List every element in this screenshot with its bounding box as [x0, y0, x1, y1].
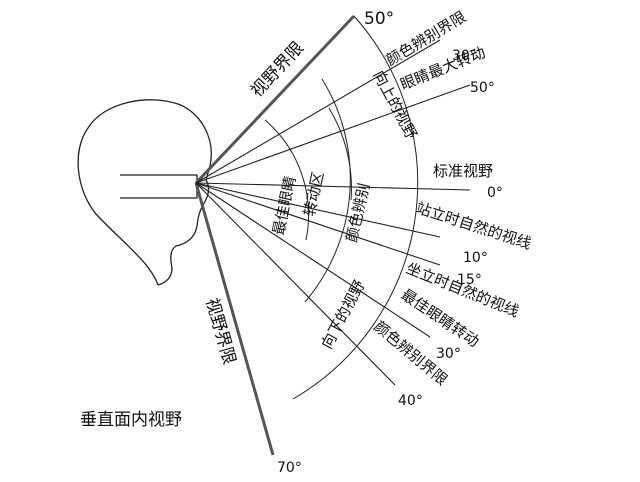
line-standing [195, 182, 441, 238]
standard-label: 标准视野 [433, 162, 493, 180]
middle-arc [304, 78, 351, 303]
upper-limit-label: 视野界限 [247, 38, 308, 101]
line-color-up [195, 39, 441, 184]
angle-down40: 40° [398, 393, 423, 409]
angle-down15: 15° [457, 272, 482, 288]
line-best-eye-down [195, 182, 431, 338]
best-eye-zone-line1: 最佳眼睛 [269, 174, 299, 236]
outer-arc [292, 15, 419, 400]
line-eye-max-up [195, 84, 471, 184]
line-standard [195, 182, 471, 191]
upper-limit-line [194, 14, 356, 185]
angle-zero: 0° [487, 185, 503, 201]
color-arc-upper [328, 107, 352, 201]
standing-label: 站立时自然的视线 [414, 199, 534, 253]
angle-down10: 10° [463, 250, 488, 266]
lower-limit-line [194, 182, 275, 456]
eye-block [120, 174, 198, 199]
head-profile [77, 99, 212, 286]
angle-up30: 30° [452, 48, 477, 64]
diagram-caption: 垂直面内视野 [80, 410, 182, 430]
angle-up50-eye: 50° [470, 80, 495, 96]
angle-up50-top: 50° [364, 9, 394, 29]
angle-down30: 30° [436, 346, 461, 362]
line-sitting [195, 182, 441, 266]
inner-arc [264, 119, 310, 241]
lower-limit-label: 视野界限 [201, 296, 239, 367]
angle-down70: 70° [277, 460, 302, 476]
line-color-down [195, 182, 396, 386]
